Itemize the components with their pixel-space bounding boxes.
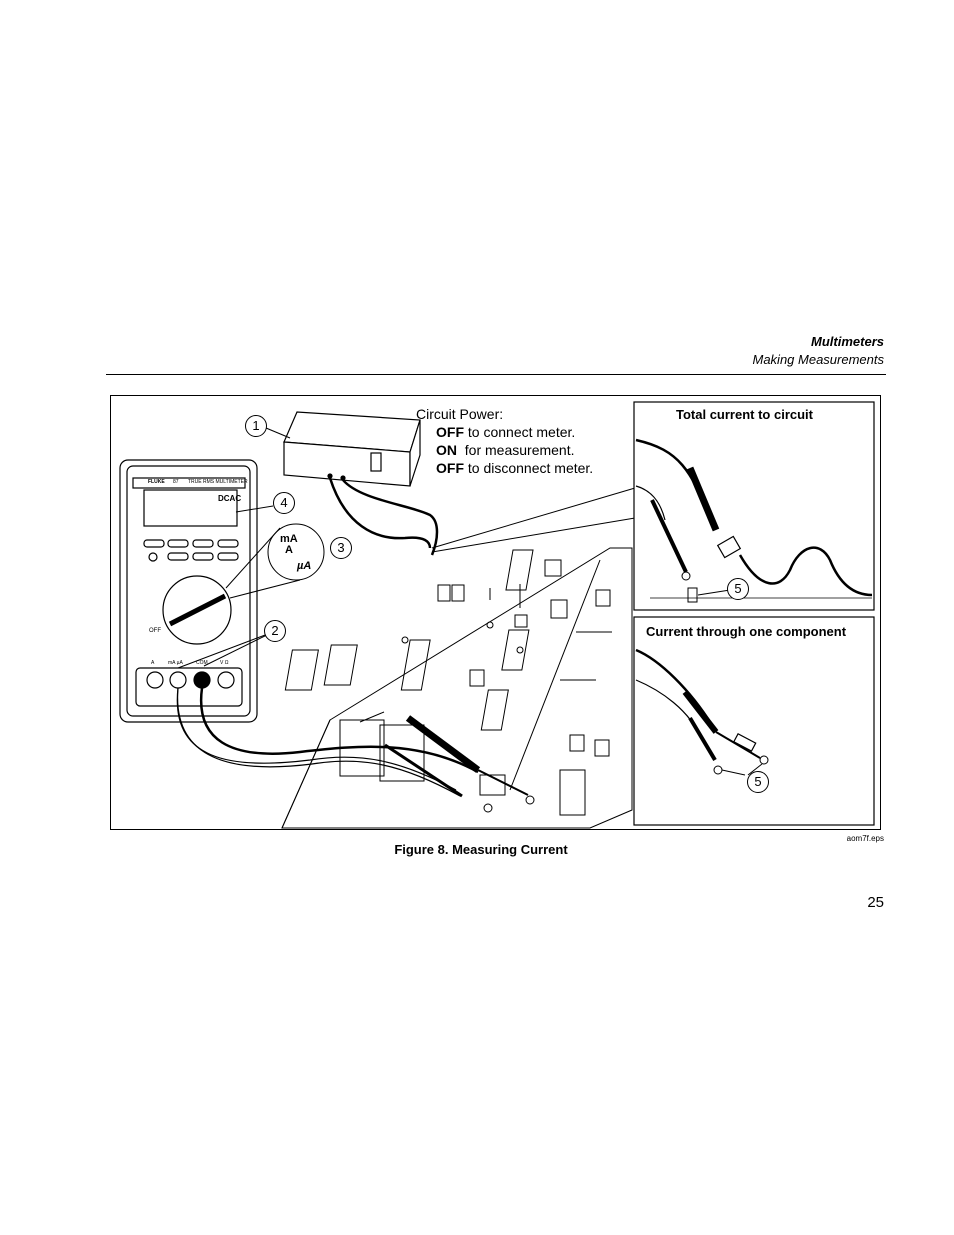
range-ma: mA [280,533,298,545]
figure-caption: Figure 8. Measuring Current [394,842,568,857]
power-state-1: OFF [436,424,464,440]
range-magnifier [225,523,325,599]
jack-a: A [151,660,155,666]
power-state-3: OFF [436,460,464,476]
callout-4: 4 [273,492,295,514]
callout-lines [431,487,636,553]
circuit-board [281,547,633,829]
test-leads [176,687,535,813]
header-subtitle: Making Measurements [752,352,885,367]
inset-top-probes [635,438,873,603]
range-a: A [285,544,293,556]
power-text-2: for measurement. [464,442,575,458]
power-line-3: OFF to disconnect meter. [416,459,593,477]
power-heading: Circuit Power: [416,406,504,422]
inset-top-title: Total current to circuit [676,407,813,422]
callout-2: 2 [264,620,286,642]
figure-filename: aom7f.eps [846,834,884,843]
circuit-power-note: Circuit Power: OFF to connect meter. ON … [416,405,593,477]
jack-v: V Ω [220,660,229,666]
power-text-1: to connect meter. [467,424,576,440]
header-rule [106,374,886,375]
meter-display: DCAC [218,494,242,503]
power-line-2: ON for measurement. [416,441,593,459]
meter-brand: FLUKE [148,479,165,485]
callout-leaders [177,427,291,669]
meter-model: 87 [173,479,179,485]
jack-ma: mA µA [168,660,183,666]
range-ua: µA [297,560,312,572]
power-line-1: OFF to connect meter. [416,423,593,441]
inset-top [633,401,875,611]
meter-off: OFF [149,628,161,634]
callout-1: 1 [245,415,267,437]
inset-bottom [633,616,875,826]
inset-bottom-title: Current through one component [646,624,847,639]
header-title: Multimeters [811,334,884,349]
figure-frame [110,395,881,830]
callout-3: 3 [330,537,352,559]
callout-5-top: 5 [727,578,749,600]
jack-com: COM [196,660,208,666]
meter-type: TRUE RMS MULTIMETER [188,479,248,485]
power-wires [328,477,439,556]
power-supply [283,411,421,487]
power-text-3: to disconnect meter. [467,460,594,476]
callout-5-bottom: 5 [747,771,769,793]
inset-bottom-probes [635,648,769,776]
power-state-2: ON [436,442,457,458]
page-number: 25 [867,894,884,911]
